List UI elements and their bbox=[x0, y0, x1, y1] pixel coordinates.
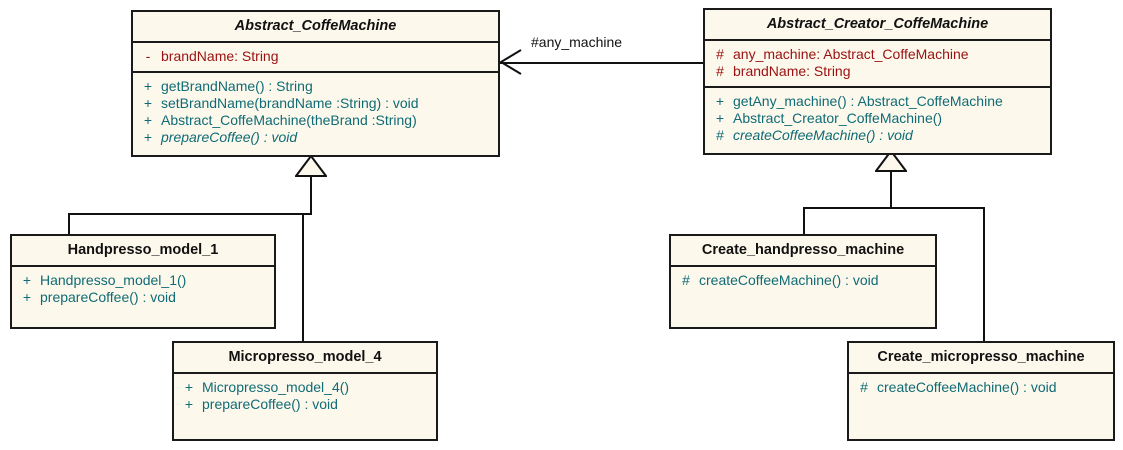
attribute-label: any_machine: Abstract_CoffeMachine bbox=[733, 46, 969, 62]
generalization-right-bus bbox=[803, 207, 985, 209]
association-label: #any_machine bbox=[531, 34, 623, 50]
generalization-left-bus bbox=[68, 213, 312, 215]
methods-compartment-handpresso-model-1: + Handpresso_model_1() + prepareCoffee()… bbox=[12, 267, 274, 312]
generalization-left-branch-handpresso bbox=[68, 213, 70, 235]
method-row: + setBrandName(brandName :String) : void bbox=[133, 95, 498, 112]
method-row: + Abstract_Creator_CoffeMachine() bbox=[705, 110, 1050, 127]
visibility-marker: + bbox=[22, 289, 32, 305]
method-label: Abstract_Creator_CoffeMachine() bbox=[733, 110, 943, 126]
method-label: prepareCoffee() : void bbox=[202, 396, 338, 412]
generalization-left-branch-micropresso bbox=[302, 213, 304, 341]
class-box-handpresso-model-1[interactable]: Handpresso_model_1 + Handpresso_model_1(… bbox=[10, 234, 276, 329]
generalization-right-stem bbox=[890, 170, 892, 209]
method-label: Handpresso_model_1() bbox=[40, 272, 187, 288]
methods-compartment-abstract-coffemachine: + getBrandName() : String + setBrandName… bbox=[133, 73, 498, 152]
method-row: + getAny_machine() : Abstract_CoffeMachi… bbox=[705, 93, 1050, 110]
visibility-marker: + bbox=[715, 93, 725, 109]
methods-compartment-micropresso-model-4: + Micropresso_model_4() + prepareCoffee(… bbox=[174, 374, 436, 419]
class-box-micropresso-model-4[interactable]: Micropresso_model_4 + Micropresso_model_… bbox=[172, 341, 438, 441]
visibility-marker: + bbox=[22, 272, 32, 288]
visibility-marker: + bbox=[143, 112, 153, 128]
visibility-marker: # bbox=[716, 46, 724, 62]
methods-compartment-create-handpresso-machine: # createCoffeeMachine() : void bbox=[671, 267, 935, 295]
attribute-label: brandName: String bbox=[161, 48, 279, 64]
method-label: Abstract_CoffeMachine(theBrand :String) bbox=[161, 112, 417, 128]
class-title-handpresso-model-1: Handpresso_model_1 bbox=[12, 236, 274, 267]
method-label: getBrandName() : String bbox=[161, 78, 313, 94]
visibility-marker: + bbox=[184, 379, 194, 395]
class-box-abstract-creator-coffemachine[interactable]: Abstract_Creator_CoffeMachine # any_mach… bbox=[703, 8, 1052, 155]
method-label: getAny_machine() : Abstract_CoffeMachine bbox=[733, 93, 1003, 109]
attributes-compartment-abstract-creator-coffemachine: # any_machine: Abstract_CoffeMachine # b… bbox=[705, 41, 1050, 88]
method-row: + Abstract_CoffeMachine(theBrand :String… bbox=[133, 112, 498, 129]
method-label: setBrandName(brandName :String) : void bbox=[161, 95, 419, 111]
method-row: + prepareCoffee() : void bbox=[12, 289, 274, 306]
association-open-arrowhead bbox=[499, 48, 523, 76]
class-title-abstract-coffemachine: Abstract_CoffeMachine bbox=[133, 12, 498, 43]
class-box-create-micropresso-machine[interactable]: Create_micropresso_machine # createCoffe… bbox=[847, 341, 1115, 441]
attribute-row: - brandName: String bbox=[133, 48, 498, 65]
methods-compartment-create-micropresso-machine: # createCoffeeMachine() : void bbox=[849, 374, 1113, 402]
class-box-create-handpresso-machine[interactable]: Create_handpresso_machine # createCoffee… bbox=[669, 234, 937, 329]
method-label: prepareCoffee() : void bbox=[40, 289, 176, 305]
attribute-row: # any_machine: Abstract_CoffeMachine bbox=[705, 46, 1050, 63]
attribute-row: # brandName: String bbox=[705, 63, 1050, 80]
visibility-marker: # bbox=[716, 63, 724, 79]
class-title-abstract-creator-coffemachine: Abstract_Creator_CoffeMachine bbox=[705, 10, 1050, 41]
generalization-left-stem bbox=[310, 175, 312, 215]
visibility-marker: + bbox=[143, 78, 153, 94]
attributes-compartment-abstract-coffemachine: - brandName: String bbox=[133, 43, 498, 73]
method-label: createCoffeeMachine() : void bbox=[733, 127, 913, 143]
visibility-marker: # bbox=[860, 379, 868, 395]
class-box-abstract-coffemachine[interactable]: Abstract_CoffeMachine - brandName: Strin… bbox=[131, 10, 500, 157]
method-row: + getBrandName() : String bbox=[133, 78, 498, 95]
method-row: + prepareCoffee() : void bbox=[133, 129, 498, 146]
method-row: # createCoffeeMachine() : void bbox=[705, 127, 1050, 144]
visibility-marker: # bbox=[716, 127, 724, 143]
method-label: Micropresso_model_4() bbox=[202, 379, 350, 395]
method-row: # createCoffeeMachine() : void bbox=[849, 379, 1113, 396]
method-row: + Micropresso_model_4() bbox=[174, 379, 436, 396]
generalization-triangle-left bbox=[295, 155, 327, 177]
visibility-marker: + bbox=[184, 396, 194, 412]
class-title-create-handpresso-machine: Create_handpresso_machine bbox=[671, 236, 935, 267]
method-label: createCoffeeMachine() : void bbox=[699, 272, 879, 288]
method-row: + Handpresso_model_1() bbox=[12, 272, 274, 289]
visibility-marker: # bbox=[682, 272, 690, 288]
generalization-right-branch-micropresso bbox=[983, 207, 985, 341]
methods-compartment-abstract-creator-coffemachine: + getAny_machine() : Abstract_CoffeMachi… bbox=[705, 88, 1050, 150]
class-title-micropresso-model-4: Micropresso_model_4 bbox=[174, 343, 436, 374]
generalization-triangle-right bbox=[875, 150, 907, 172]
class-title-create-micropresso-machine: Create_micropresso_machine bbox=[849, 343, 1113, 374]
method-row: # createCoffeeMachine() : void bbox=[671, 272, 935, 289]
visibility-marker: + bbox=[143, 129, 153, 145]
method-row: + prepareCoffee() : void bbox=[174, 396, 436, 413]
visibility-marker: - bbox=[145, 48, 151, 64]
method-label: prepareCoffee() : void bbox=[161, 129, 298, 145]
association-line-any-machine bbox=[500, 62, 704, 64]
visibility-marker: + bbox=[715, 110, 725, 126]
visibility-marker: + bbox=[143, 95, 153, 111]
generalization-right-branch-handpresso bbox=[803, 207, 805, 235]
method-label: createCoffeeMachine() : void bbox=[877, 379, 1057, 395]
attribute-label: brandName: String bbox=[733, 63, 851, 79]
